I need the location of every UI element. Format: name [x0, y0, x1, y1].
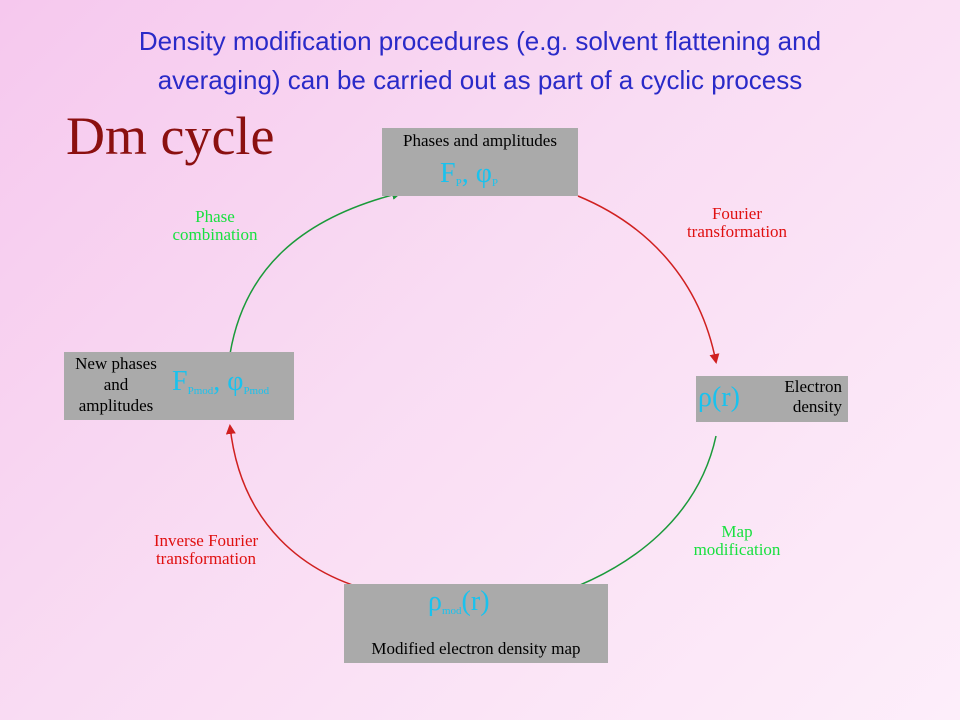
slide-title: Dm cycle — [66, 106, 275, 166]
box-top-symbols: FP, φP — [440, 158, 498, 189]
box-left-label: New phases and amplitudes — [75, 354, 157, 415]
box-phases-amplitudes: Phases and amplitudes FP, φP — [382, 128, 578, 196]
arrow-phase-combination — [229, 190, 402, 355]
heading-line-1: Density modification procedures (e.g. so… — [138, 26, 822, 56]
box-left-symbols: FPmod, φPmod — [172, 366, 270, 397]
arrow-inverse-fourier — [225, 424, 391, 596]
label-map-modification: Map modification — [693, 522, 781, 559]
label-inverse-fourier-transformation: Inverse Fourier transformation — [153, 531, 259, 568]
box-modified-density-map: ρmod(r) Modified electron density map — [344, 584, 608, 663]
box-top-caption: Phases and amplitudes — [403, 131, 557, 150]
box-right-rho: ρ(r) — [698, 382, 740, 413]
box-new-phases-amplitudes: New phases and amplitudes FPmod, φPmod — [64, 352, 294, 420]
label-fourier-transformation: Fourier transformation — [686, 204, 788, 241]
slide-heading: Density modification procedures (e.g. so… — [40, 22, 920, 100]
box-bottom-caption: Modified electron density map — [371, 639, 581, 658]
box-bottom-rho: ρmod(r) — [428, 586, 490, 617]
label-phase-combination: Phase combination — [172, 207, 258, 244]
heading-line-2: averaging) can be carried out as part of… — [157, 65, 803, 95]
arrow-map-modification — [536, 435, 717, 603]
box-right-label: Electron density — [784, 377, 842, 416]
arrow-fourier — [577, 195, 720, 364]
box-electron-density: ρ(r) Electron density — [696, 376, 848, 422]
